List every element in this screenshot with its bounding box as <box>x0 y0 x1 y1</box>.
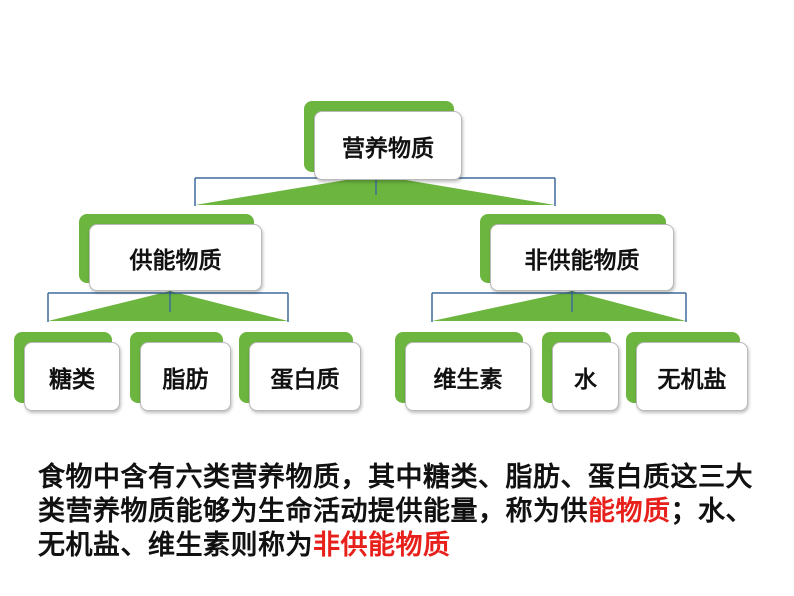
node-label: 糖类 <box>24 342 120 411</box>
node-label: 维生素 <box>405 342 531 411</box>
node-root: 营养物质 <box>304 101 462 180</box>
paragraph-highlight: 非供能物质 <box>313 530 451 561</box>
node-label: 无机盐 <box>636 342 748 411</box>
connector-triangle-right <box>432 291 686 321</box>
paragraph-text: 食物中含有六类营养物质，其中糖类、脂肪、蛋白质这三大类营养物质能够为生命活动提供… <box>38 462 753 527</box>
node-carbohydrates: 糖类 <box>14 332 120 411</box>
node-protein: 蛋白质 <box>239 332 361 411</box>
node-vitamins: 维生素 <box>395 332 531 411</box>
node-minerals: 无机盐 <box>626 332 748 411</box>
paragraph-text: ；水、无机盐、维生素则称为 <box>38 496 753 561</box>
node-label: 供能物质 <box>89 224 262 291</box>
node-non-energy-nutrients: 非供能物质 <box>480 214 674 291</box>
connector-triangle-left <box>48 291 288 321</box>
explanation-paragraph: 食物中含有六类营养物质，其中糖类、脂肪、蛋白质这三大类营养物质能够为生命活动提供… <box>38 461 758 563</box>
connector-triangle-root <box>195 175 555 205</box>
node-fat: 脂肪 <box>130 332 231 411</box>
node-water: 水 <box>542 332 619 411</box>
node-label: 营养物质 <box>314 111 462 180</box>
node-label: 水 <box>552 342 619 411</box>
node-label: 非供能物质 <box>490 224 674 291</box>
node-energy-nutrients: 供能物质 <box>79 214 262 291</box>
node-label: 蛋白质 <box>249 342 361 411</box>
paragraph-highlight: 能物质 <box>588 496 671 527</box>
node-label: 脂肪 <box>140 342 231 411</box>
